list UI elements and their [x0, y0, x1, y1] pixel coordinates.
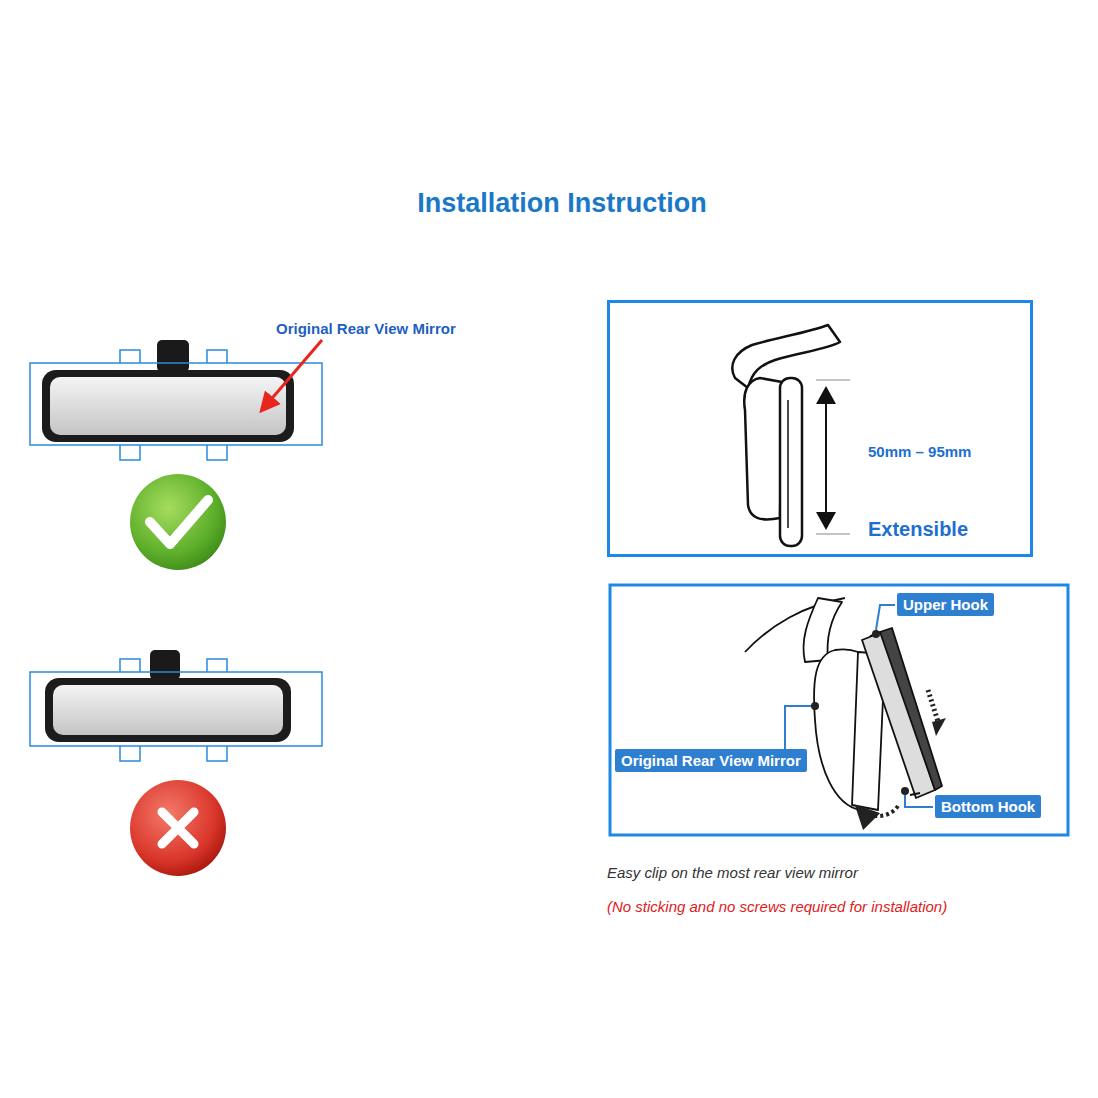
- note: Easy clip on the most rear view mirror: [607, 864, 858, 881]
- mirror-correct: [30, 340, 322, 460]
- hook-dots: [811, 630, 909, 795]
- mirror-wrong: [30, 650, 322, 761]
- tag-text: Bottom Hook: [941, 798, 1035, 815]
- mirror-side-profile: [732, 325, 840, 546]
- title: Installation Instruction: [0, 188, 1098, 219]
- part-tag: Bottom Hook: [935, 795, 1041, 818]
- check-icon: [130, 474, 226, 570]
- clip-illustration: [745, 598, 942, 810]
- tag-text: Upper Hook: [903, 596, 988, 613]
- part-tag: Upper Hook: [897, 593, 994, 616]
- dimension-panel: 50mm – 95mmExtensible: [607, 300, 1033, 557]
- motion-arrows: [858, 690, 946, 816]
- tag-text: Original Rear View Mirror: [621, 752, 801, 769]
- note: (No sticking and no screws required for …: [607, 898, 947, 915]
- part-tag: Original Rear View Mirror: [615, 749, 807, 772]
- dimension-value: 50mm – 95mm: [868, 443, 971, 460]
- part-label: Original Rear View Mirror: [276, 320, 456, 337]
- leader-lines: [785, 605, 933, 807]
- dimension-arrow: [816, 380, 850, 534]
- panel-frame: [610, 585, 1068, 835]
- cross-icon: [130, 780, 226, 876]
- extensible-note: Extensible: [868, 518, 968, 541]
